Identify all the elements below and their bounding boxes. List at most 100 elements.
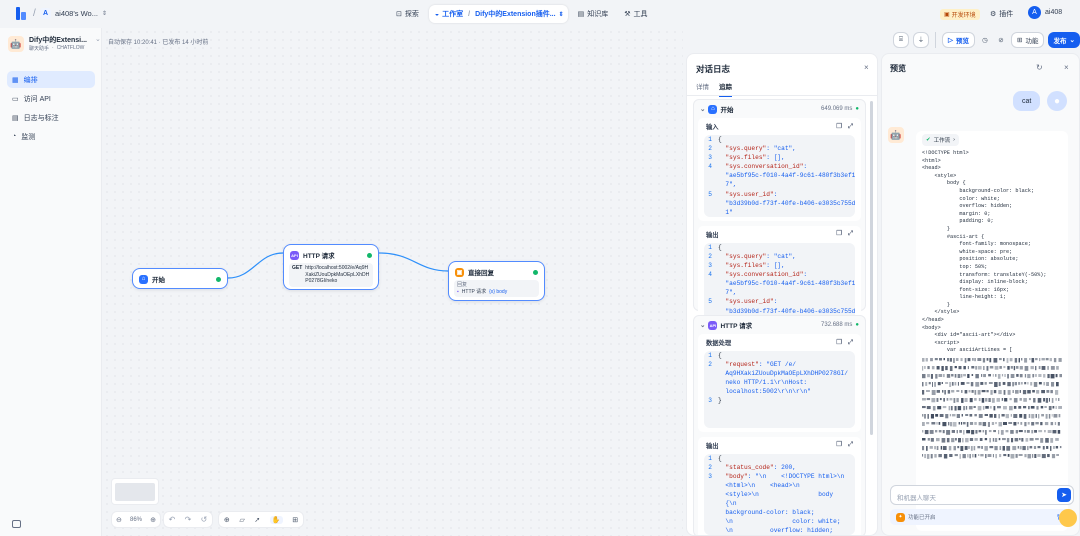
nav-studio[interactable]: ◒ 工作室 / Dify中的Extension插件... ⇕ [428, 5, 568, 23]
json-value: : "\n <!DOCTYPE html>\n [747, 472, 845, 480]
ascii-glyph [1034, 430, 1037, 433]
ascii-glyph [993, 430, 996, 433]
ascii-glyph [999, 366, 1002, 369]
nav-explore[interactable]: ⊡ 探索 [390, 5, 425, 23]
answer-node[interactable]: ▣ 直接回复 回复 ▪ HTTP 请求 {x} body [448, 261, 545, 301]
zoom-out-icon[interactable]: ⊖ [116, 516, 122, 524]
pointer-icon[interactable]: ➚ [254, 516, 261, 524]
expand-icon[interactable]: ⤢ [847, 441, 853, 449]
trace-start-header[interactable]: ⌄ ⌂ 开始 649.069 ms ● [694, 100, 865, 118]
ascii-glyph [995, 454, 997, 459]
line-text: "sys.conversation_id": [718, 270, 807, 279]
checklist-icon[interactable]: ⊘ [998, 37, 1004, 44]
add-note-icon[interactable]: ▱ [239, 516, 245, 524]
chat-input-box[interactable]: 和机器人聊天 ➤ [890, 485, 1074, 505]
env-vars-icon[interactable]: ⌸ [893, 32, 909, 48]
send-icon[interactable]: ➤ [1057, 488, 1071, 502]
hand-icon[interactable]: ✋ [269, 515, 283, 524]
workflow-status[interactable]: ✔ 工作流 › [922, 134, 959, 146]
copy-icon[interactable]: ❐ [836, 338, 842, 346]
preview-button[interactable]: ▷预览 [942, 32, 975, 48]
copy-icon[interactable]: ❐ [836, 230, 842, 238]
redo-icon[interactable]: ↷ [184, 515, 192, 524]
ascii-glyph [948, 422, 950, 426]
line-number: 2 [708, 463, 712, 471]
ascii-glyph [926, 398, 931, 401]
expand-icon[interactable]: ⤢ [847, 230, 853, 238]
expand-icon[interactable]: ⤢ [847, 338, 853, 346]
workspace-switcher[interactable]: A ai408's Wo... ⇕ [40, 8, 107, 19]
sidebar-item-logs[interactable]: ▤日志与标注 [7, 109, 95, 126]
success-icon: ● [855, 106, 859, 112]
nav-tools[interactable]: ⚒ 工具 [618, 5, 653, 23]
ascii-glyph [986, 366, 989, 371]
minimap[interactable] [111, 478, 159, 505]
ascii-glyph [932, 382, 933, 387]
toolbar-divider [935, 32, 936, 48]
app-name-row[interactable]: Dify中的Extensi... ⌄ [29, 35, 101, 45]
layout-icon[interactable]: ⊞ [292, 516, 299, 524]
line-number: 4 [708, 271, 712, 279]
dify-logo[interactable] [16, 7, 26, 20]
ascii-glyph [1015, 430, 1018, 434]
copy-icon[interactable]: ❐ [836, 122, 842, 130]
tab-detail[interactable]: 详情 [696, 84, 709, 91]
close-icon[interactable]: × [864, 63, 869, 72]
terminal-icon: ▣ [944, 12, 950, 18]
line-text: "sys.query": "cat", [718, 144, 796, 153]
ascii-art-garble [922, 356, 1062, 464]
sidebar-item-monitor[interactable]: ◔监测 [7, 128, 95, 145]
trace-start-block: ⌄ ⌂ 开始 649.069 ms ● 输入❐⤢ 1{2 "sys.query"… [693, 99, 866, 329]
ascii-glyph [965, 414, 969, 417]
workflow-canvas[interactable]: 自动保存 10:20:41 · 已发布 14 小时前 ⌂ 开始 API HTTP… [103, 28, 683, 536]
line-number: 2 [708, 361, 712, 369]
features-icon: ⊞ [1017, 37, 1023, 44]
sidebar-item-api[interactable]: ▭访问 API [7, 90, 95, 107]
ascii-glyph [1013, 366, 1016, 371]
nav-knowledge[interactable]: ▤ 知识库 [572, 5, 615, 23]
zoom-in-icon[interactable]: ⊕ [150, 516, 156, 524]
start-node[interactable]: ⌂ 开始 [132, 268, 228, 289]
sidebar-item-orchestrate[interactable]: ▦编排 [7, 71, 95, 88]
refresh-icon[interactable]: ↻ [1036, 63, 1043, 72]
line-text: { [718, 243, 722, 251]
ascii-glyph [1010, 430, 1014, 434]
ascii-glyph [1018, 430, 1023, 433]
run-history-icon[interactable]: ◷ [982, 37, 988, 44]
ascii-glyph [1010, 414, 1012, 417]
ascii-glyph [928, 382, 931, 385]
floating-assistant-icon[interactable] [1059, 509, 1077, 527]
expand-icon[interactable]: ⤢ [847, 122, 853, 130]
ascii-glyph [1056, 382, 1059, 387]
close-icon[interactable]: × [1064, 63, 1069, 72]
ascii-glyph [1055, 438, 1059, 441]
user-name[interactable]: ai408 [1045, 9, 1063, 16]
ascii-glyph [922, 366, 924, 371]
trace-http-header[interactable]: ⌄ API HTTP 请求 732.688 ms ● [694, 316, 865, 334]
features-label: 功能 [1025, 38, 1039, 45]
json-key: "sys.files" [718, 262, 767, 270]
copy-icon[interactable]: ❐ [836, 441, 842, 449]
log-scrollbar[interactable] [870, 101, 873, 435]
features-button[interactable]: ⊞功能 [1011, 32, 1045, 48]
conversation-vars-icon[interactable]: ⍊ [913, 32, 929, 48]
user-avatar[interactable]: A [1028, 6, 1041, 19]
tab-tracing[interactable]: 追踪 [719, 81, 732, 97]
zoom-level[interactable]: 86% [129, 516, 142, 523]
code-line: 2 "sys.query": "cat", [704, 252, 855, 261]
ascii-glyph [1056, 366, 1059, 370]
plugins-button[interactable]: ⚙插件 [990, 9, 1013, 19]
add-node-icon[interactable]: ⊕ [223, 516, 230, 524]
current-app-breadcrumb[interactable]: Dify中的Extension插件... [475, 11, 556, 18]
ascii-glyph [1019, 374, 1023, 378]
line-number [704, 288, 718, 297]
history-icon[interactable]: ↺ [200, 515, 208, 524]
undo-icon[interactable]: ↶ [168, 515, 176, 524]
ascii-glyph [972, 358, 974, 361]
ascii-glyph [1037, 446, 1041, 449]
trace-start-input: 输入❐⤢ 1{2 "sys.query": "cat",3 "sys.files… [698, 118, 861, 221]
http-request-node[interactable]: API HTTP 请求 GET http://localhost:5002/e/… [283, 244, 379, 290]
collapse-sidebar-icon[interactable] [12, 520, 21, 528]
ascii-glyph [1044, 430, 1046, 433]
publish-button[interactable]: 发布⌄ [1048, 32, 1080, 48]
